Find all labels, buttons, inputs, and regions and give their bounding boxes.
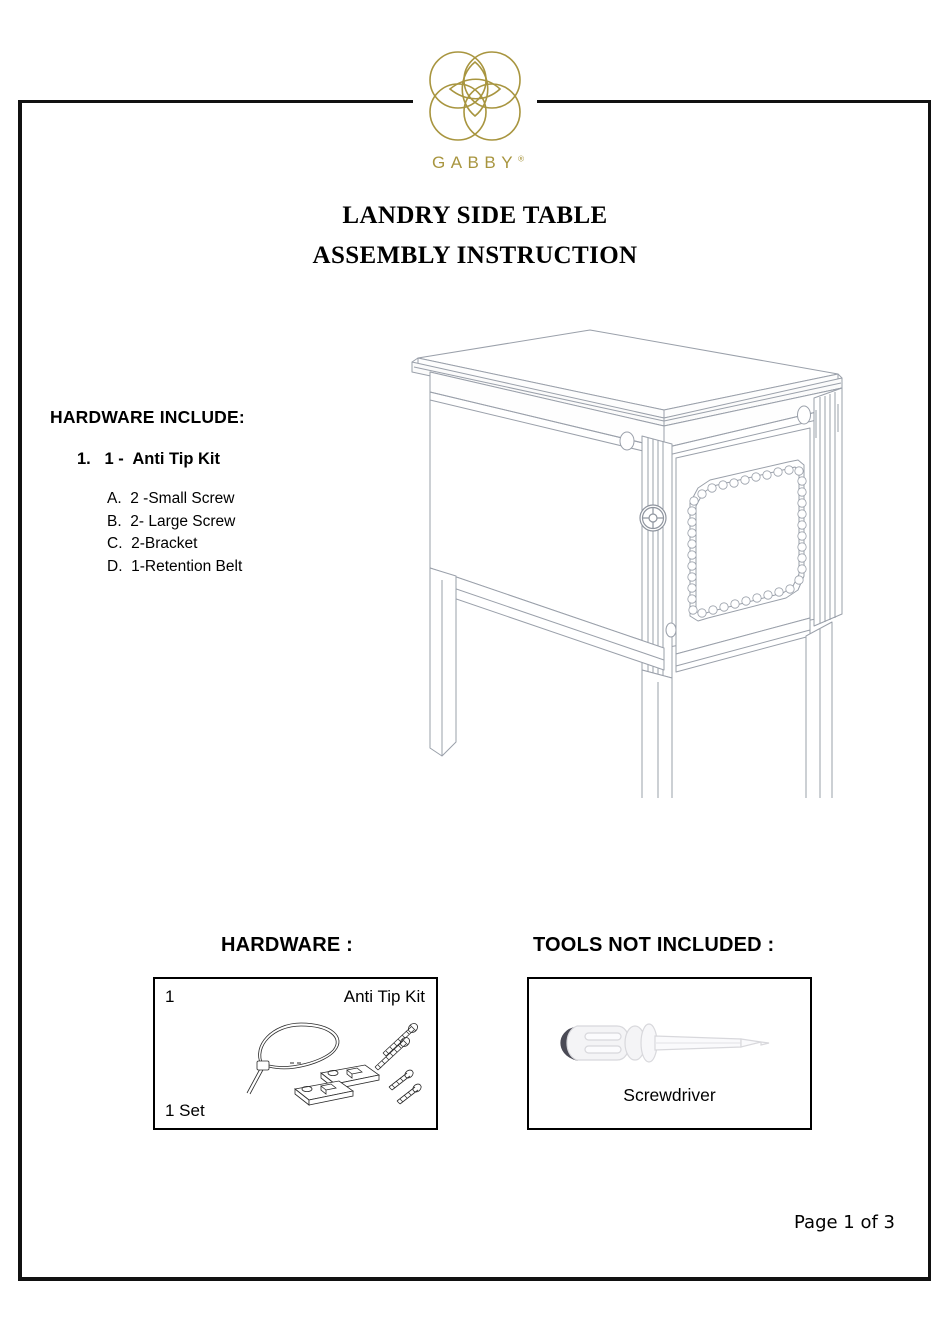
tools-section-heading: TOOLS NOT INCLUDED : xyxy=(533,934,775,956)
registered-trademark-icon: ® xyxy=(518,154,524,164)
brand-logo: GABBY® xyxy=(0,44,950,173)
hardware-include-parts-list: A. 2 -Small Screw B. 2- Large Screw C. 2… xyxy=(107,488,360,578)
hardware-set-label: 1 Set xyxy=(165,1101,205,1120)
page-title-line2: ASSEMBLY INSTRUCTION xyxy=(312,242,638,269)
page-border-top-left xyxy=(18,100,413,103)
list-item: D. 1-Retention Belt xyxy=(107,557,243,575)
tools-not-included-box: Screwdriver xyxy=(527,977,812,1130)
hardware-part-name: Anti Tip Kit xyxy=(343,987,425,1006)
page-border-left xyxy=(18,100,22,1281)
brand-wordmark-text: GABBY xyxy=(432,153,519,172)
list-item: B. 2- Large Screw xyxy=(107,512,236,530)
landry-side-table-illustration xyxy=(411,329,843,798)
hardware-include-item: 1. 1 - Anti Tip Kit xyxy=(77,450,221,468)
hardware-include-section: HARDWARE INCLUDE: 1. 1 - Anti Tip Kit A.… xyxy=(50,407,360,578)
page-title-line1: LANDRY SIDE TABLE xyxy=(342,202,608,229)
anti-tip-kit-icon xyxy=(246,1022,422,1106)
list-item: C. 2-Bracket xyxy=(107,535,198,552)
door-knob-icon xyxy=(639,504,667,532)
screwdriver-icon xyxy=(560,1023,770,1063)
hardware-parts-box: 1 Anti Tip Kit 1 Set xyxy=(153,977,438,1130)
page-number: Page 1 of 3 xyxy=(794,1212,895,1233)
page-border-bottom xyxy=(18,1277,931,1281)
brand-wordmark: GABBY® xyxy=(426,153,524,173)
tool-name-label: Screwdriver xyxy=(623,1085,716,1105)
page-border-right xyxy=(928,100,931,1281)
hardware-quantity: 1 xyxy=(165,987,175,1006)
gabby-flower-logo-icon xyxy=(429,51,521,141)
hardware-section-heading: HARDWARE : xyxy=(221,934,353,956)
list-item: A. 2 -Small Screw xyxy=(107,490,235,507)
hardware-include-heading: HARDWARE INCLUDE: xyxy=(50,407,245,427)
page-border-top-right xyxy=(537,100,931,103)
